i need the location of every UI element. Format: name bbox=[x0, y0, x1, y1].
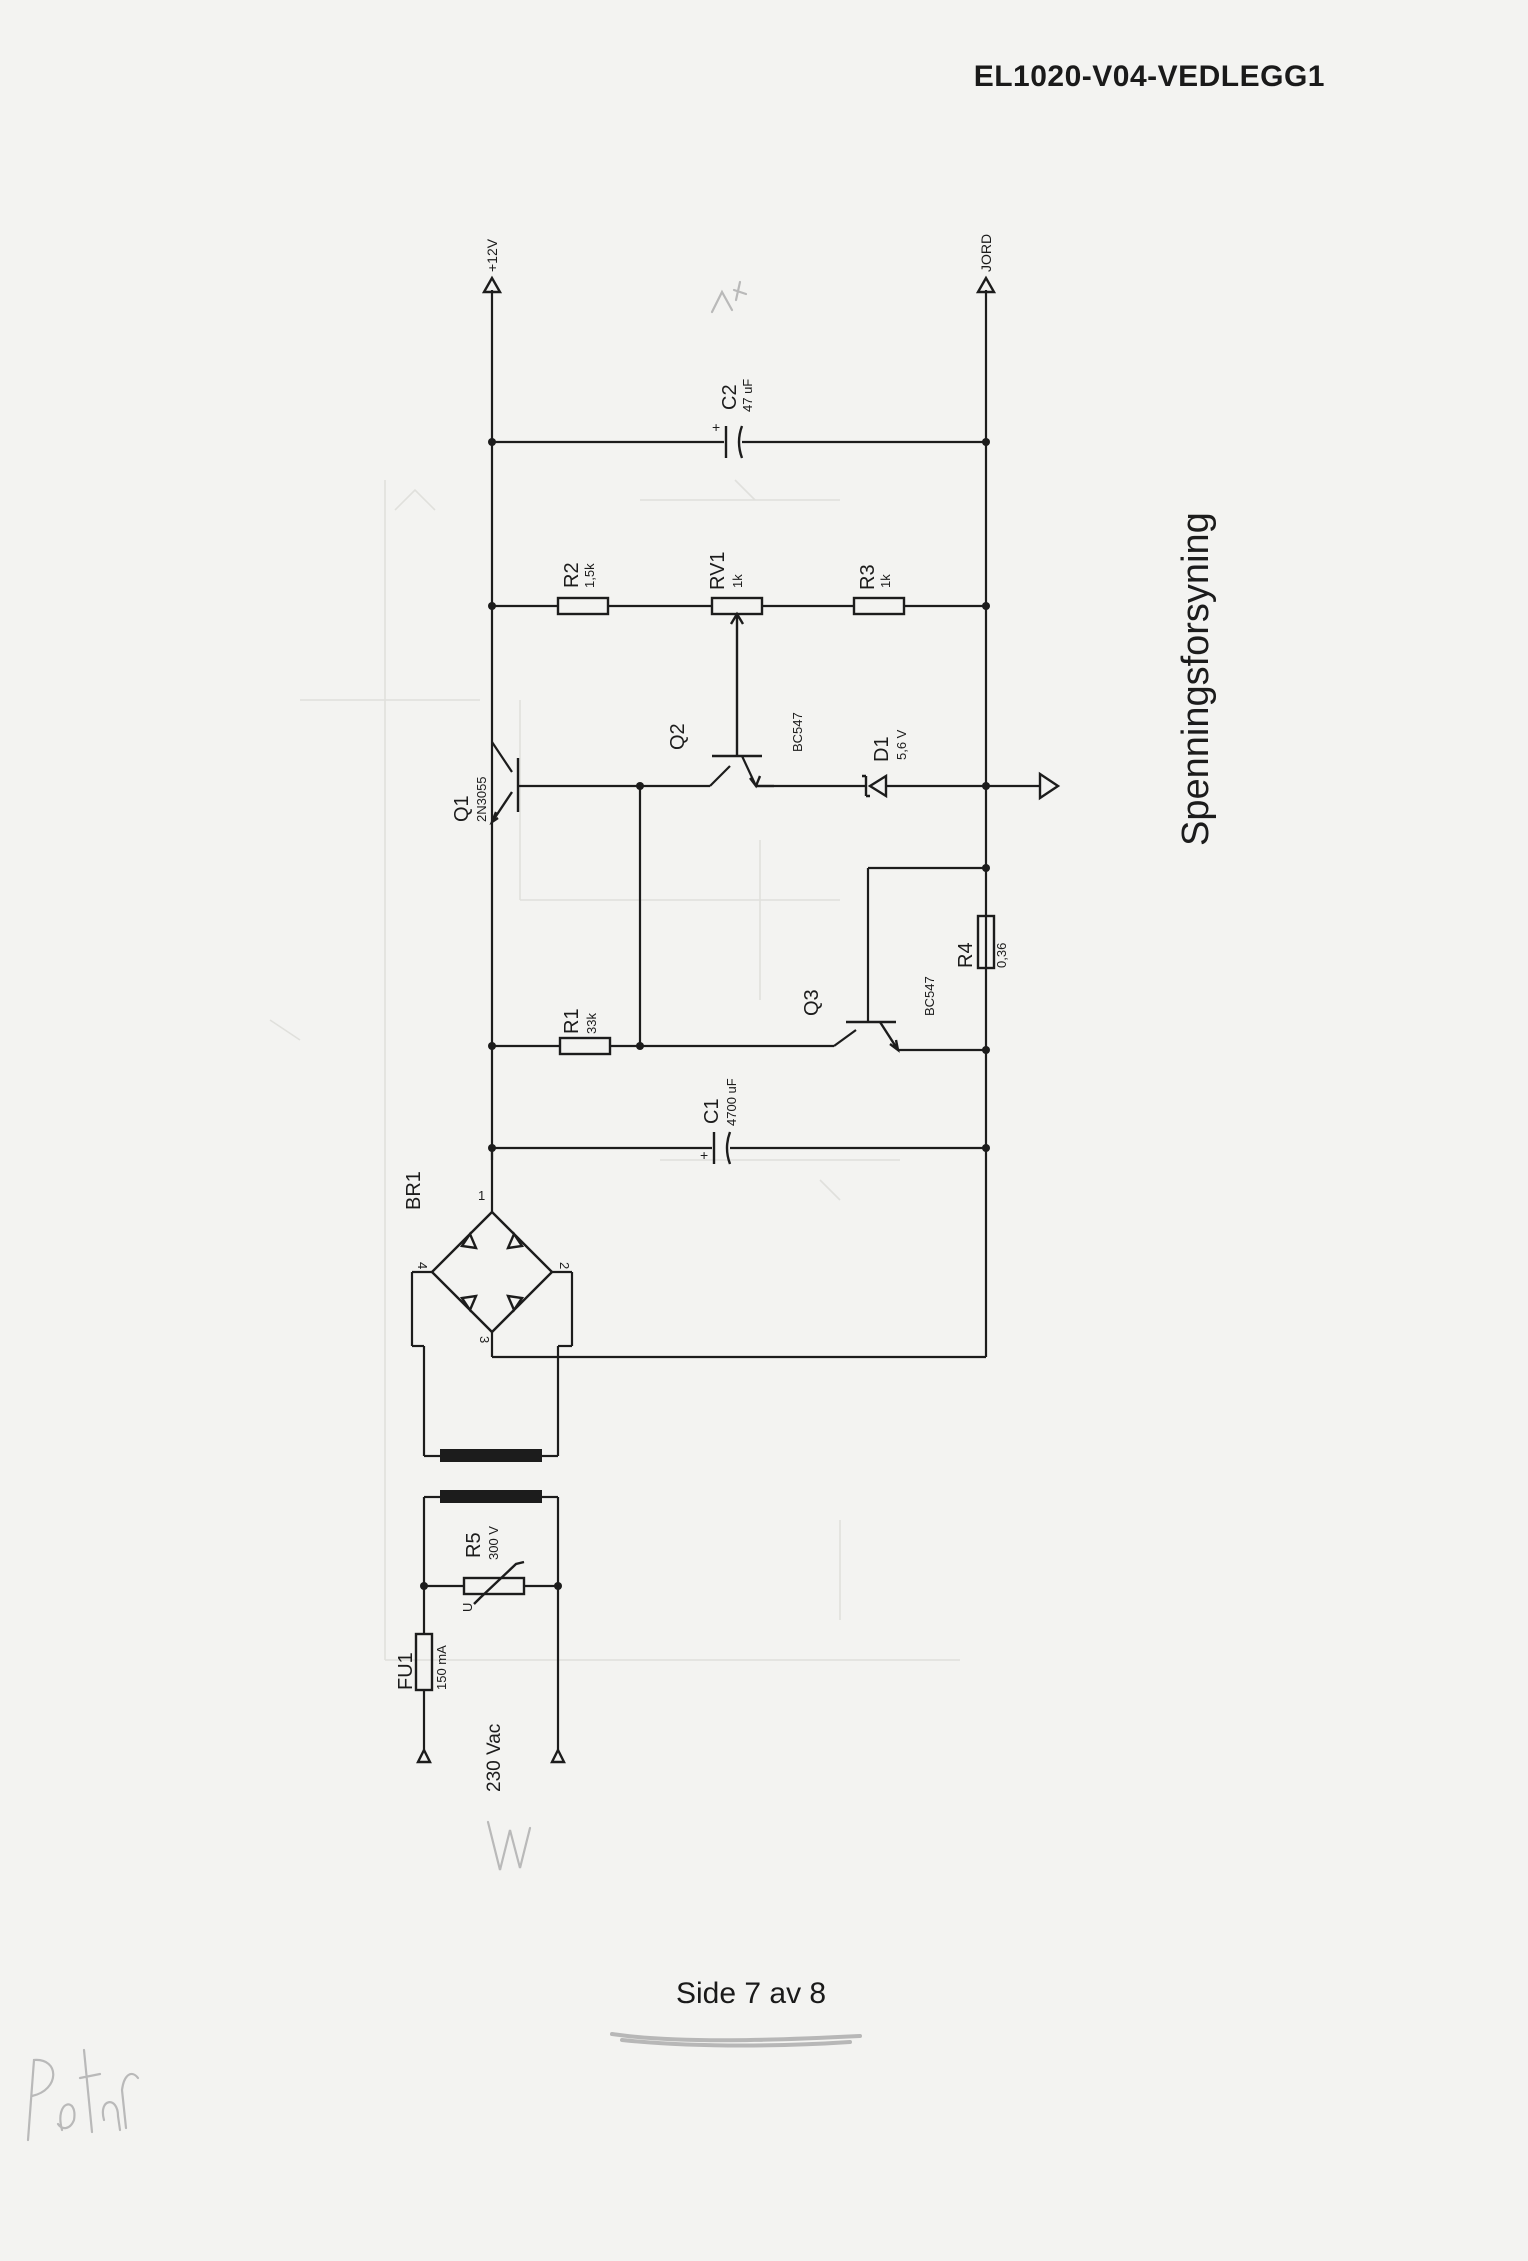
br1-pin-3: 3 bbox=[477, 1336, 492, 1343]
svg-text:+: + bbox=[700, 1147, 708, 1163]
jord-label: JORD bbox=[978, 234, 994, 272]
r4-ref: R4 bbox=[955, 942, 977, 968]
capacitor-c2: + C2 47 uF bbox=[488, 379, 990, 459]
q3-value: BC547 bbox=[922, 976, 937, 1016]
transistor-q1: Q1 2N3055 bbox=[451, 741, 640, 826]
show-through-ghost bbox=[269, 479, 960, 1661]
input-voltage-label: 230 Vac bbox=[484, 1724, 505, 1792]
input-terminal-l bbox=[416, 1747, 432, 1764]
transistor-q2: Q2 BC547 bbox=[640, 712, 805, 789]
q1-ref: Q1 bbox=[451, 795, 473, 822]
r4-value: 0,36 bbox=[994, 943, 1009, 968]
c2-value: 47 uF bbox=[740, 379, 755, 412]
rails: +12V JORD bbox=[481, 234, 997, 1357]
schematic-title: Spenningsforsyning bbox=[1175, 512, 1217, 846]
br1-ref: BR1 bbox=[403, 1171, 425, 1210]
c1-ref: C1 bbox=[701, 1098, 723, 1124]
pencil-mark-3 bbox=[710, 280, 748, 314]
divider-r2-rv1-r3: R2 1,5k RV1 1k R3 1k bbox=[488, 551, 990, 756]
plus12v-arrow bbox=[481, 275, 503, 294]
page-number: Side 7 av 8 bbox=[676, 1977, 827, 2010]
r5-ref: R5 bbox=[463, 1532, 485, 1558]
c1-value: 4700 uF bbox=[724, 1078, 739, 1126]
br1-pin-2: 2 bbox=[557, 1262, 572, 1269]
bridge-rectifier-br1: BR1 1 2 3 4 bbox=[403, 1148, 986, 1359]
pencil-signature bbox=[26, 2048, 140, 2142]
rv1-value: 1k bbox=[730, 574, 745, 588]
plus12v-label: +12V bbox=[484, 238, 500, 272]
r2-value: 1,5k bbox=[582, 563, 597, 588]
transformer-core-secondary bbox=[440, 1449, 542, 1462]
r5-value: 300 V bbox=[486, 1526, 501, 1560]
document-id: EL1020-V04-VEDLEGG1 bbox=[973, 60, 1325, 93]
d1-ref: D1 bbox=[871, 736, 893, 762]
pencil-mark-2 bbox=[486, 1820, 532, 1871]
current-limit-q3-r4: R1 33k Q3 BC547 R4 0,36 bbox=[488, 864, 1009, 1056]
rv1-ref: RV1 bbox=[707, 551, 729, 590]
q2-ref: Q2 bbox=[667, 723, 689, 750]
capacitor-c1: + C1 4700 uF bbox=[488, 1078, 990, 1165]
r3-value: 1k bbox=[878, 574, 893, 588]
r1-value: 33k bbox=[584, 1013, 599, 1034]
br1-pin-1: 1 bbox=[478, 1188, 485, 1203]
r3-ref: R3 bbox=[857, 564, 879, 590]
zener-d1: D1 5,6 V bbox=[774, 729, 1061, 801]
q1-base-node bbox=[636, 782, 644, 1046]
d1-value: 5,6 V bbox=[894, 729, 909, 760]
r2-ref: R2 bbox=[561, 562, 583, 588]
r1-ref: R1 bbox=[561, 1008, 583, 1034]
input-terminal-n bbox=[550, 1747, 566, 1764]
svg-text:+: + bbox=[712, 419, 720, 435]
jord-arrow bbox=[975, 275, 997, 294]
fu1-value: 150 mA bbox=[434, 1645, 449, 1690]
q3-ref: Q3 bbox=[801, 989, 823, 1016]
transformer bbox=[412, 1344, 572, 1750]
fuse-fu1-input: FU1 150 mA 230 Vac bbox=[395, 1586, 566, 1792]
q1-value: 2N3055 bbox=[474, 776, 489, 822]
br1-pin-4: 4 bbox=[415, 1262, 430, 1269]
fu1-ref: FU1 bbox=[395, 1652, 417, 1690]
pencil-smudge bbox=[610, 2032, 862, 2048]
transformer-core-primary bbox=[440, 1490, 542, 1503]
ground-arrow bbox=[1038, 771, 1061, 801]
r5-mark: U bbox=[460, 1603, 475, 1612]
varistor-r5: R5 300 V U bbox=[420, 1526, 562, 1612]
c2-ref: C2 bbox=[719, 384, 741, 410]
q2-value: BC547 bbox=[790, 712, 805, 752]
